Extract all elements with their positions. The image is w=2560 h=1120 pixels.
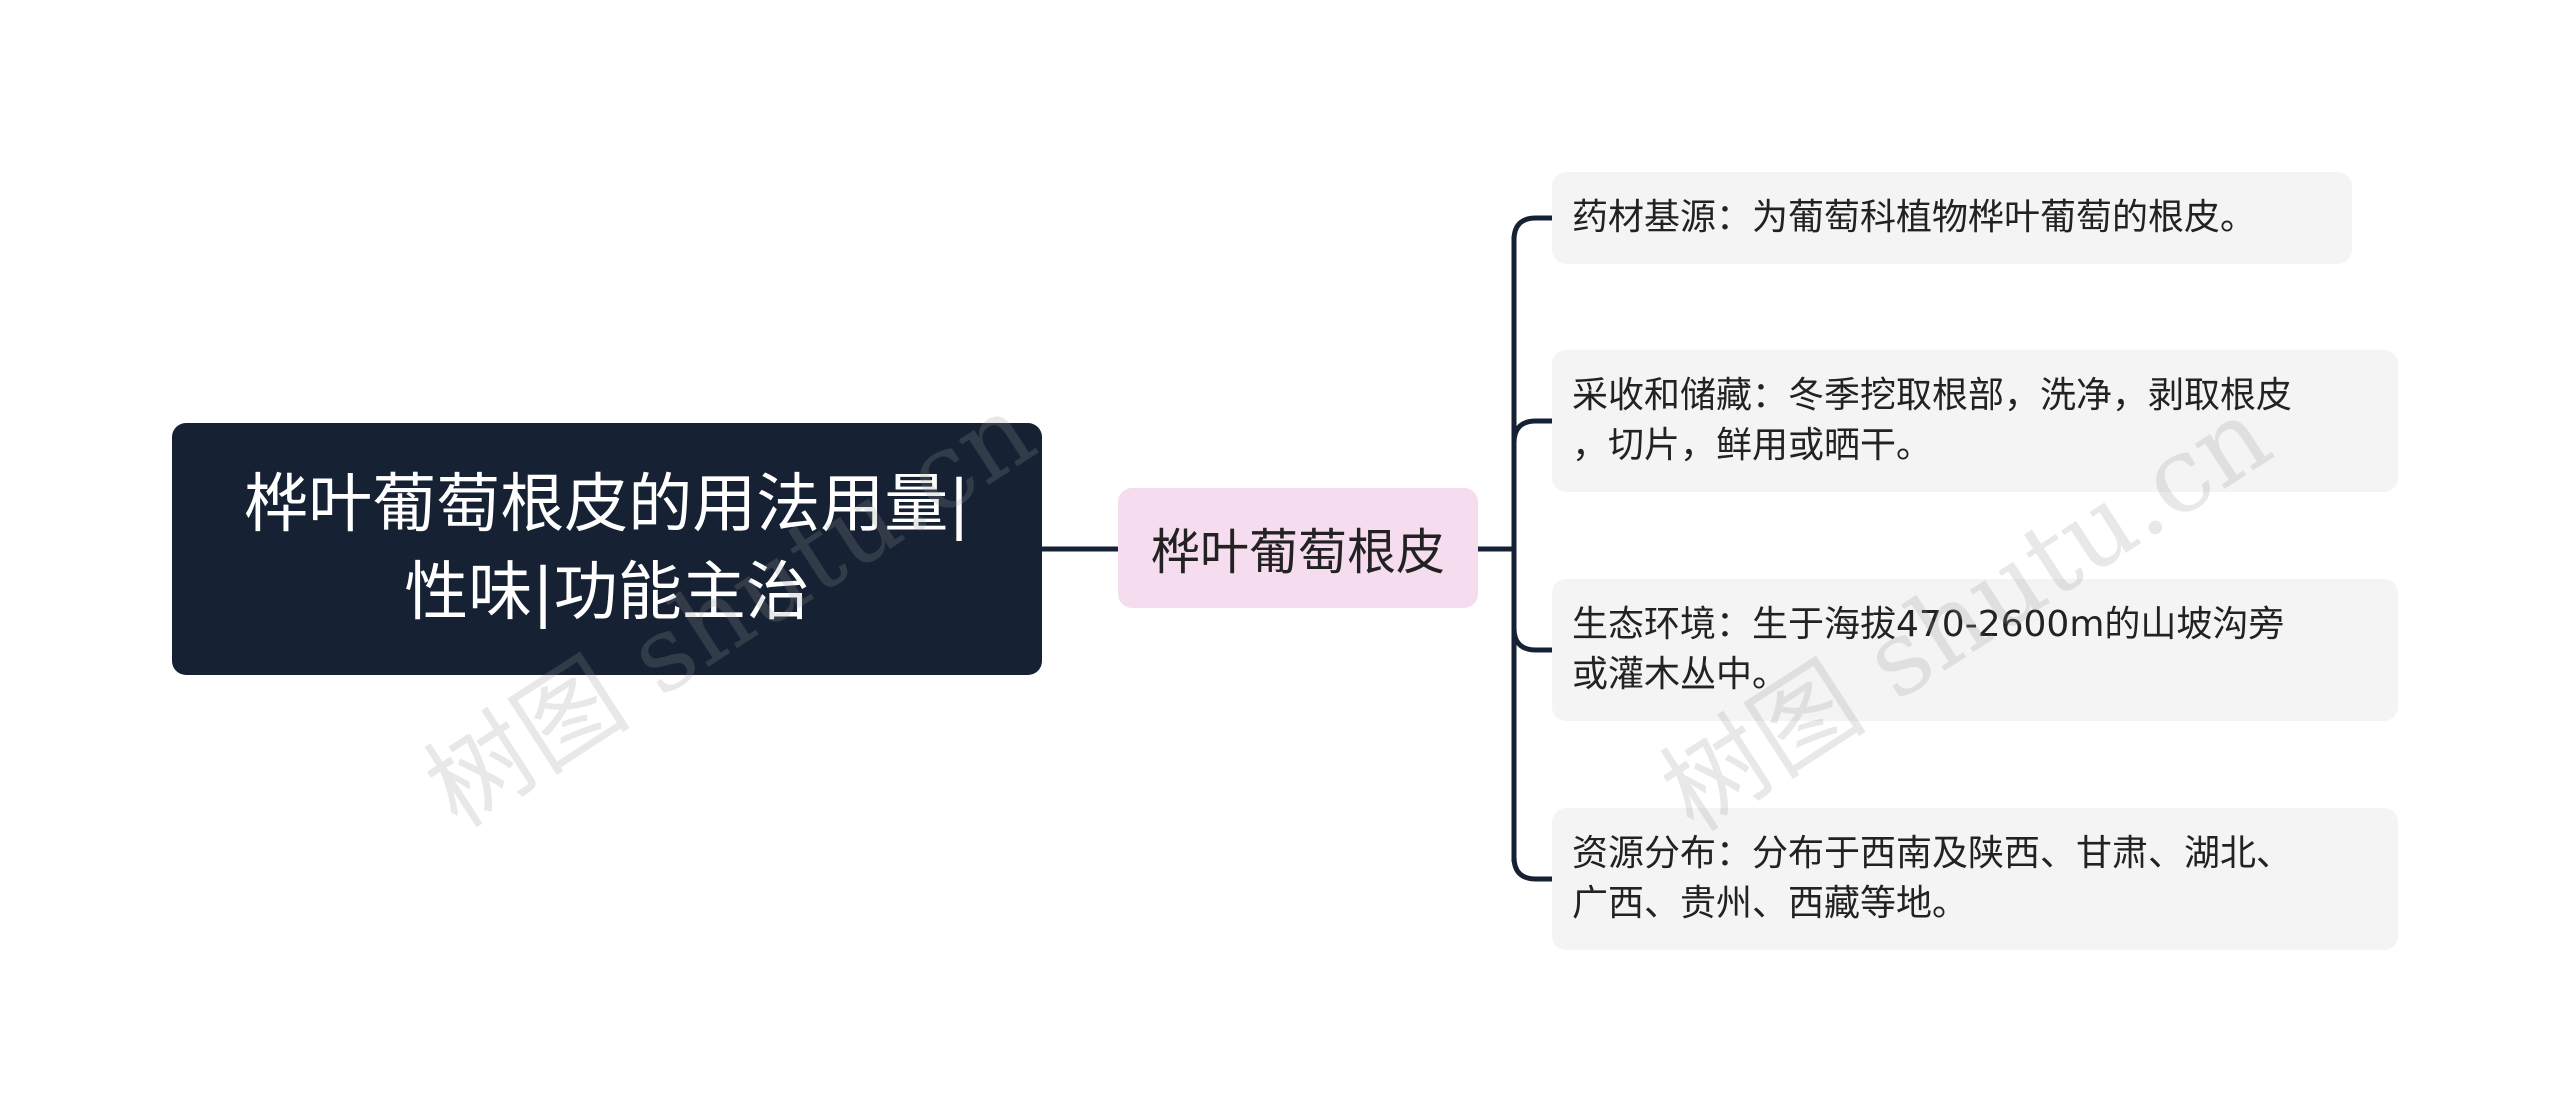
branch-connector-4 — [1511, 856, 1552, 882]
branch-node-habitat[interactable]: 生态环境：生于海拔470-2600m的山坡沟旁 或灌木丛中。 — [1552, 579, 2398, 721]
root-topic-node[interactable]: 桦叶葡萄根皮的用法用量| 性味|功能主治 — [172, 423, 1042, 675]
branch-node-harvest-storage[interactable]: 采收和储藏：冬季挖取根部，洗净，剥取根皮 ，切片，鲜用或晒干。 — [1552, 350, 2398, 492]
branch-label: 采收和储藏：冬季挖取根部，洗净，剥取根皮 ，切片，鲜用或晒干。 — [1572, 375, 2293, 466]
branch-label: 药材基源：为葡萄科植物桦叶葡萄的根皮。 — [1572, 197, 2257, 238]
branch-label: 生态环境：生于海拔470-2600m的山坡沟旁 或灌木丛中。 — [1572, 604, 2285, 695]
center-topic-label: 桦叶葡萄根皮 — [1150, 523, 1445, 581]
branch-node-source[interactable]: 药材基源：为葡萄科植物桦叶葡萄的根皮。 — [1552, 172, 2352, 264]
branch-connector-3 — [1511, 627, 1552, 653]
branch-label: 资源分布：分布于西南及陕西、甘肃、湖北、 广西、贵州、西藏等地。 — [1572, 833, 2293, 924]
center-topic-node[interactable]: 桦叶葡萄根皮 — [1118, 488, 1478, 608]
branch-connector-1 — [1511, 215, 1552, 241]
root-topic-label: 桦叶葡萄根皮的用法用量| 性味|功能主治 — [244, 468, 970, 630]
branch-node-distribution[interactable]: 资源分布：分布于西南及陕西、甘肃、湖北、 广西、贵州、西藏等地。 — [1552, 808, 2398, 950]
branch-connector-2 — [1511, 418, 1552, 444]
